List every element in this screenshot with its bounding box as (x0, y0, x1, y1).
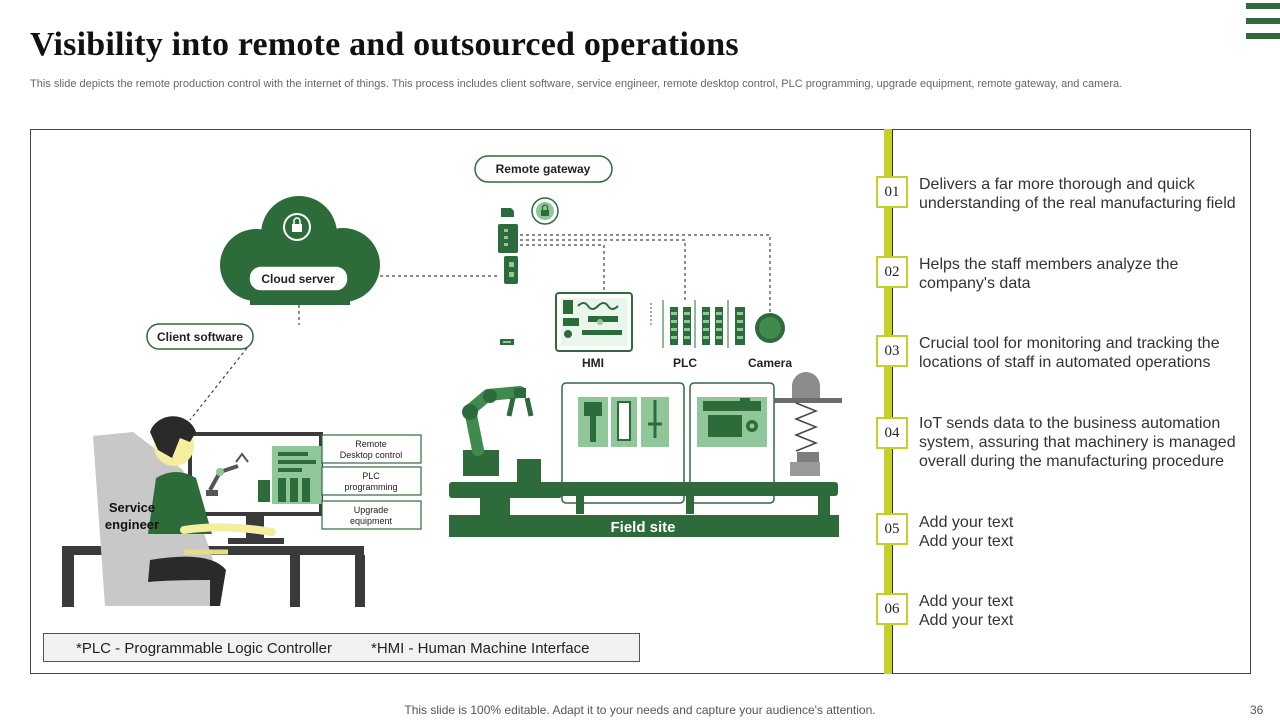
monitor-icon (188, 432, 323, 544)
field-site-label: Field site (610, 519, 675, 536)
machine-panel-1 (561, 382, 685, 504)
page-title: Visibility into remote and outsourced op… (30, 26, 739, 63)
plc-icon (650, 300, 745, 348)
step-number-03: 03 (876, 335, 908, 367)
footnote-plc: *PLC - Programmable Logic Controller (76, 640, 332, 657)
callout-upgrade-equipment: Upgrade equipment (321, 500, 422, 530)
svg-text:PLC: PLC (362, 471, 380, 481)
client-software-label: Client software (157, 330, 243, 344)
svg-text:Upgrade: Upgrade (354, 505, 389, 515)
hmi-icon (555, 292, 633, 352)
gateway-device-icon (498, 208, 518, 345)
svg-text:programming: programming (344, 482, 397, 492)
service-engineer-label-2: engineer (105, 517, 159, 532)
step-number-02: 02 (876, 256, 908, 288)
menu-icon (1246, 3, 1280, 39)
step-number-04: 04 (876, 417, 908, 449)
timeline-divider (892, 129, 893, 674)
lock-icon (531, 197, 559, 225)
step-text-02: Helps the staff members analyze the comp… (919, 256, 1179, 292)
press-machine-icon (774, 372, 842, 476)
remote-operations-diagram: Cloud server Client software Remote gate… (62, 155, 842, 607)
machine-panel-2 (689, 382, 775, 504)
service-engineer-label-1: Service (109, 500, 155, 515)
plc-label: PLC (673, 356, 697, 370)
hmi-label: HMI (582, 356, 604, 370)
step-number-06: 06 (876, 593, 908, 625)
footer-note: This slide is 100% editable. Adapt it to… (404, 703, 876, 717)
svg-text:Desktop control: Desktop control (340, 450, 403, 460)
callout-remote-desktop: Remote Desktop control (321, 434, 422, 464)
camera-label: Camera (748, 356, 792, 370)
step-number-05: 05 (876, 513, 908, 545)
step-text-01: Delivers a far more thorough and quick u… (919, 176, 1236, 212)
page-subtitle: This slide depicts the remote production… (30, 78, 1123, 90)
connector-lines (298, 234, 771, 325)
step-number-01: 01 (876, 176, 908, 208)
step-text-04: IoT sends data to the business automatio… (919, 415, 1236, 470)
remote-gateway-label: Remote gateway (496, 162, 591, 176)
camera-icon (755, 313, 785, 343)
cloud-server-label: Cloud server (261, 272, 335, 286)
callout-plc-programming: PLC programming (321, 466, 422, 496)
robot-arm-icon (462, 386, 534, 476)
step-text-05: Add your text Add your text (919, 514, 1014, 550)
step-text-03: Crucial tool for monitoring and tracking… (919, 335, 1220, 371)
engineer-figure-icon (93, 416, 276, 606)
timeline-bar (884, 129, 892, 674)
abbreviation-footnote: *PLC - Programmable Logic Controller *HM… (43, 633, 640, 662)
svg-text:Remote: Remote (355, 439, 387, 449)
footnote-hmi: *HMI - Human Machine Interface (371, 640, 590, 657)
page-number: 36 (1250, 703, 1264, 717)
content-frame (30, 129, 1251, 674)
step-text-06: Add your text Add your text (919, 593, 1014, 629)
svg-text:equipment: equipment (350, 516, 393, 526)
